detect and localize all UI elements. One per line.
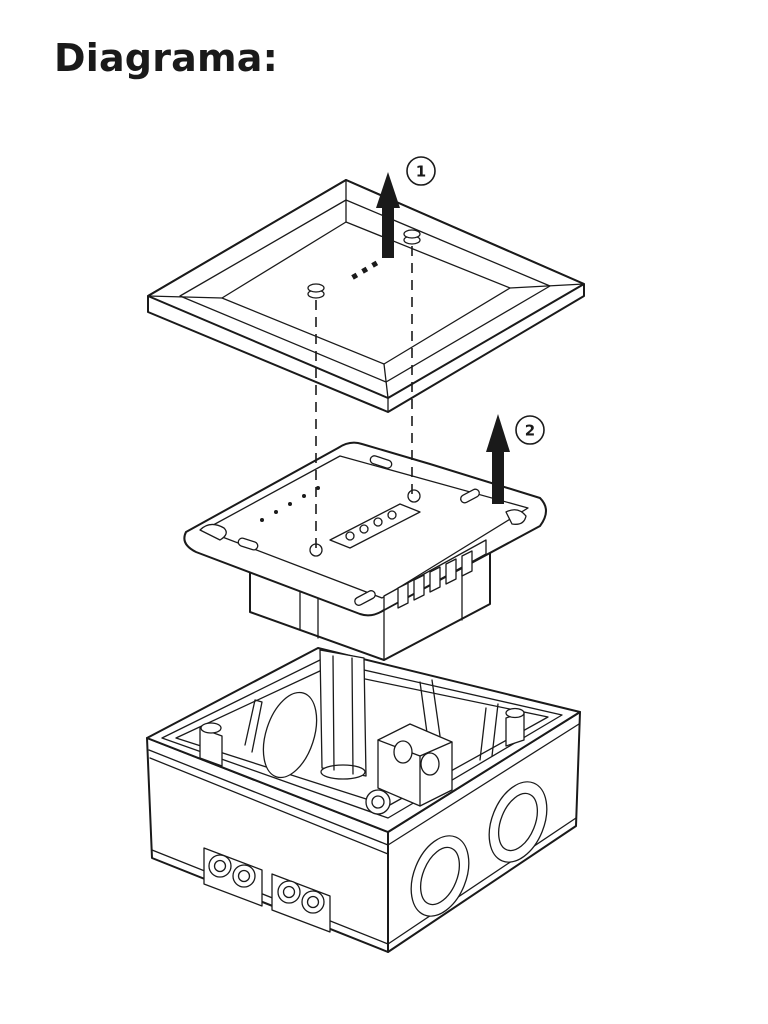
mounting-plate: [183, 361, 547, 661]
knockout-right: [488, 781, 548, 863]
callout-2: 2: [515, 415, 545, 445]
arrow-1: [376, 172, 400, 258]
callout-2-label: 2: [525, 422, 535, 440]
page-title: Diagrama:: [54, 36, 279, 80]
corner-post-left: [199, 722, 223, 767]
central-pillar: [319, 649, 367, 780]
callout-1: 1: [406, 156, 436, 186]
callout-1-label: 1: [416, 163, 426, 181]
cable-gland-pair-1: [203, 847, 263, 907]
alignment-lines: [315, 246, 413, 548]
knockout-left: [410, 835, 470, 917]
arrow-2: [486, 414, 510, 504]
corner-post-right: [505, 707, 525, 747]
internal-terminal-block: [365, 723, 453, 815]
top-cover: [147, 179, 585, 413]
cable-gland-pair-2: [271, 873, 331, 933]
junction-box: [146, 647, 581, 953]
